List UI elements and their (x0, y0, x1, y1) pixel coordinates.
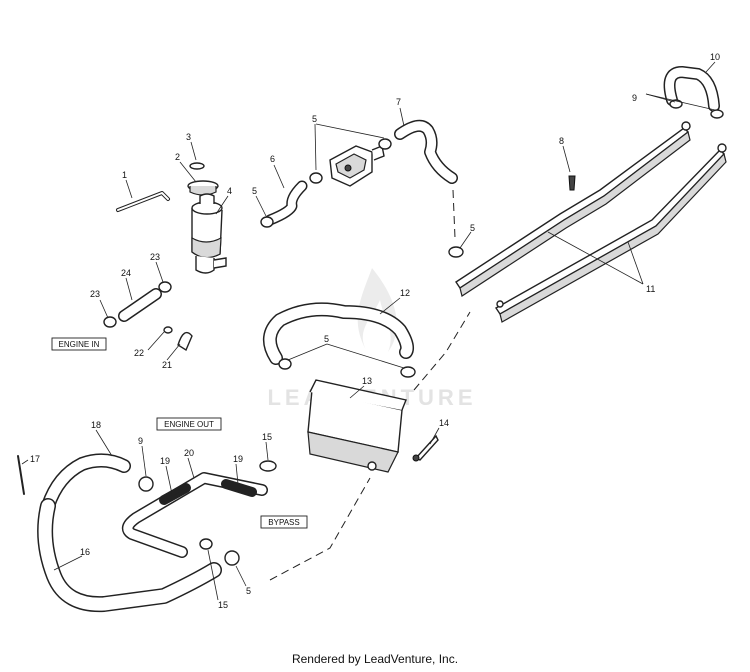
footer-credit: Rendered by LeadVenture, Inc. (291, 652, 459, 666)
callout-7: 7 (396, 97, 401, 107)
callout-15-bottom: 15 (218, 600, 228, 610)
part-14-fitting (412, 434, 439, 462)
callout-19-right: 19 (233, 454, 243, 464)
callout-21: 21 (162, 360, 172, 370)
callout-9-top: 9 (632, 93, 637, 103)
part-24-hose (118, 288, 162, 322)
svg-text:BYPASS: BYPASS (268, 518, 299, 527)
callout-5-bottom: 5 (246, 586, 251, 596)
part-16-hose (37, 498, 222, 613)
part-11-rail-upper (455, 121, 691, 297)
callout-5-left: 5 (252, 186, 257, 196)
part-15-clamp-top (259, 460, 277, 472)
part-5-clamp-f (400, 366, 416, 378)
connection-line-5-13 (269, 477, 371, 581)
part-13-cooler (307, 379, 407, 473)
part-11-rail-lower (494, 143, 727, 323)
callout-5-right: 5 (470, 223, 475, 233)
part-17-tie (17, 455, 25, 495)
part-5-clamp-d (448, 246, 464, 258)
part-15-clamp-bottom (199, 538, 213, 550)
label-engine-in: ENGINE IN (51, 337, 107, 351)
callout-17: 17 (30, 454, 40, 464)
part-6-hose (264, 180, 308, 226)
part-1-rod (116, 191, 170, 212)
callout-23-lower: 23 (90, 289, 100, 299)
part-12-hose (263, 302, 415, 365)
part-5-clamp-a (260, 216, 274, 228)
part-9-clamp-b (710, 109, 724, 119)
part-5-clamp-g (224, 550, 240, 566)
callout-15-top: 15 (262, 432, 272, 442)
part-10-hose (663, 66, 720, 112)
part-18-hose (41, 453, 131, 513)
part-4-tank (191, 193, 227, 274)
part-8-bolt (568, 175, 576, 191)
part-23-clamp-lower (103, 316, 117, 328)
callout-2: 2 (175, 152, 180, 162)
part-19-sleeve-left (159, 483, 191, 505)
connection-line-12-11 (413, 311, 471, 391)
callout-10: 10 (710, 52, 720, 62)
part-22-washer (163, 326, 173, 334)
callout-14: 14 (439, 418, 449, 428)
leader-lines (21, 61, 716, 601)
svg-text:ENGINE IN: ENGINE IN (59, 340, 100, 349)
callout-12: 12 (400, 288, 410, 298)
part-9-clamp-c (138, 476, 154, 492)
callout-18: 18 (91, 420, 101, 430)
part-19-sleeve-right (221, 479, 257, 497)
callout-5-top: 5 (312, 114, 317, 124)
watermark-logo: LEADVENTURE (267, 268, 473, 410)
callout-19-left: 19 (160, 456, 170, 466)
part-5-clamp-e (278, 358, 292, 370)
label-bypass: BYPASS (260, 515, 308, 529)
part-23-clamp-upper (158, 281, 172, 293)
callout-numbers: 1 2 3 4 5 5 5 5 5 6 7 8 9 9 10 11 12 13 … (30, 52, 720, 610)
callout-23-upper: 23 (150, 252, 160, 262)
part-5-clamp-b (309, 172, 323, 184)
callout-4: 4 (227, 186, 232, 196)
callout-5-middle: 5 (324, 334, 329, 344)
part-7-hose (394, 119, 458, 184)
callout-9-bottom: 9 (138, 436, 143, 446)
callout-13: 13 (362, 376, 372, 386)
callout-20: 20 (184, 448, 194, 458)
callout-1: 1 (122, 170, 127, 180)
part-21-bracket (177, 331, 193, 352)
part-2-cap (187, 180, 219, 196)
connection-line-7-5 (452, 189, 456, 239)
callout-24: 24 (121, 268, 131, 278)
part-3-seal (189, 162, 205, 170)
callout-11: 11 (646, 284, 655, 294)
callout-16: 16 (80, 547, 90, 557)
callout-22: 22 (134, 348, 144, 358)
part-5-clamp-c (378, 138, 392, 150)
svg-text:ENGINE OUT: ENGINE OUT (164, 420, 214, 429)
callout-3: 3 (186, 132, 191, 142)
thermostat-housing (329, 145, 385, 187)
callout-8: 8 (559, 136, 564, 146)
callout-6: 6 (270, 154, 275, 164)
label-engine-out: ENGINE OUT (156, 417, 222, 431)
part-20-hose (121, 472, 268, 558)
